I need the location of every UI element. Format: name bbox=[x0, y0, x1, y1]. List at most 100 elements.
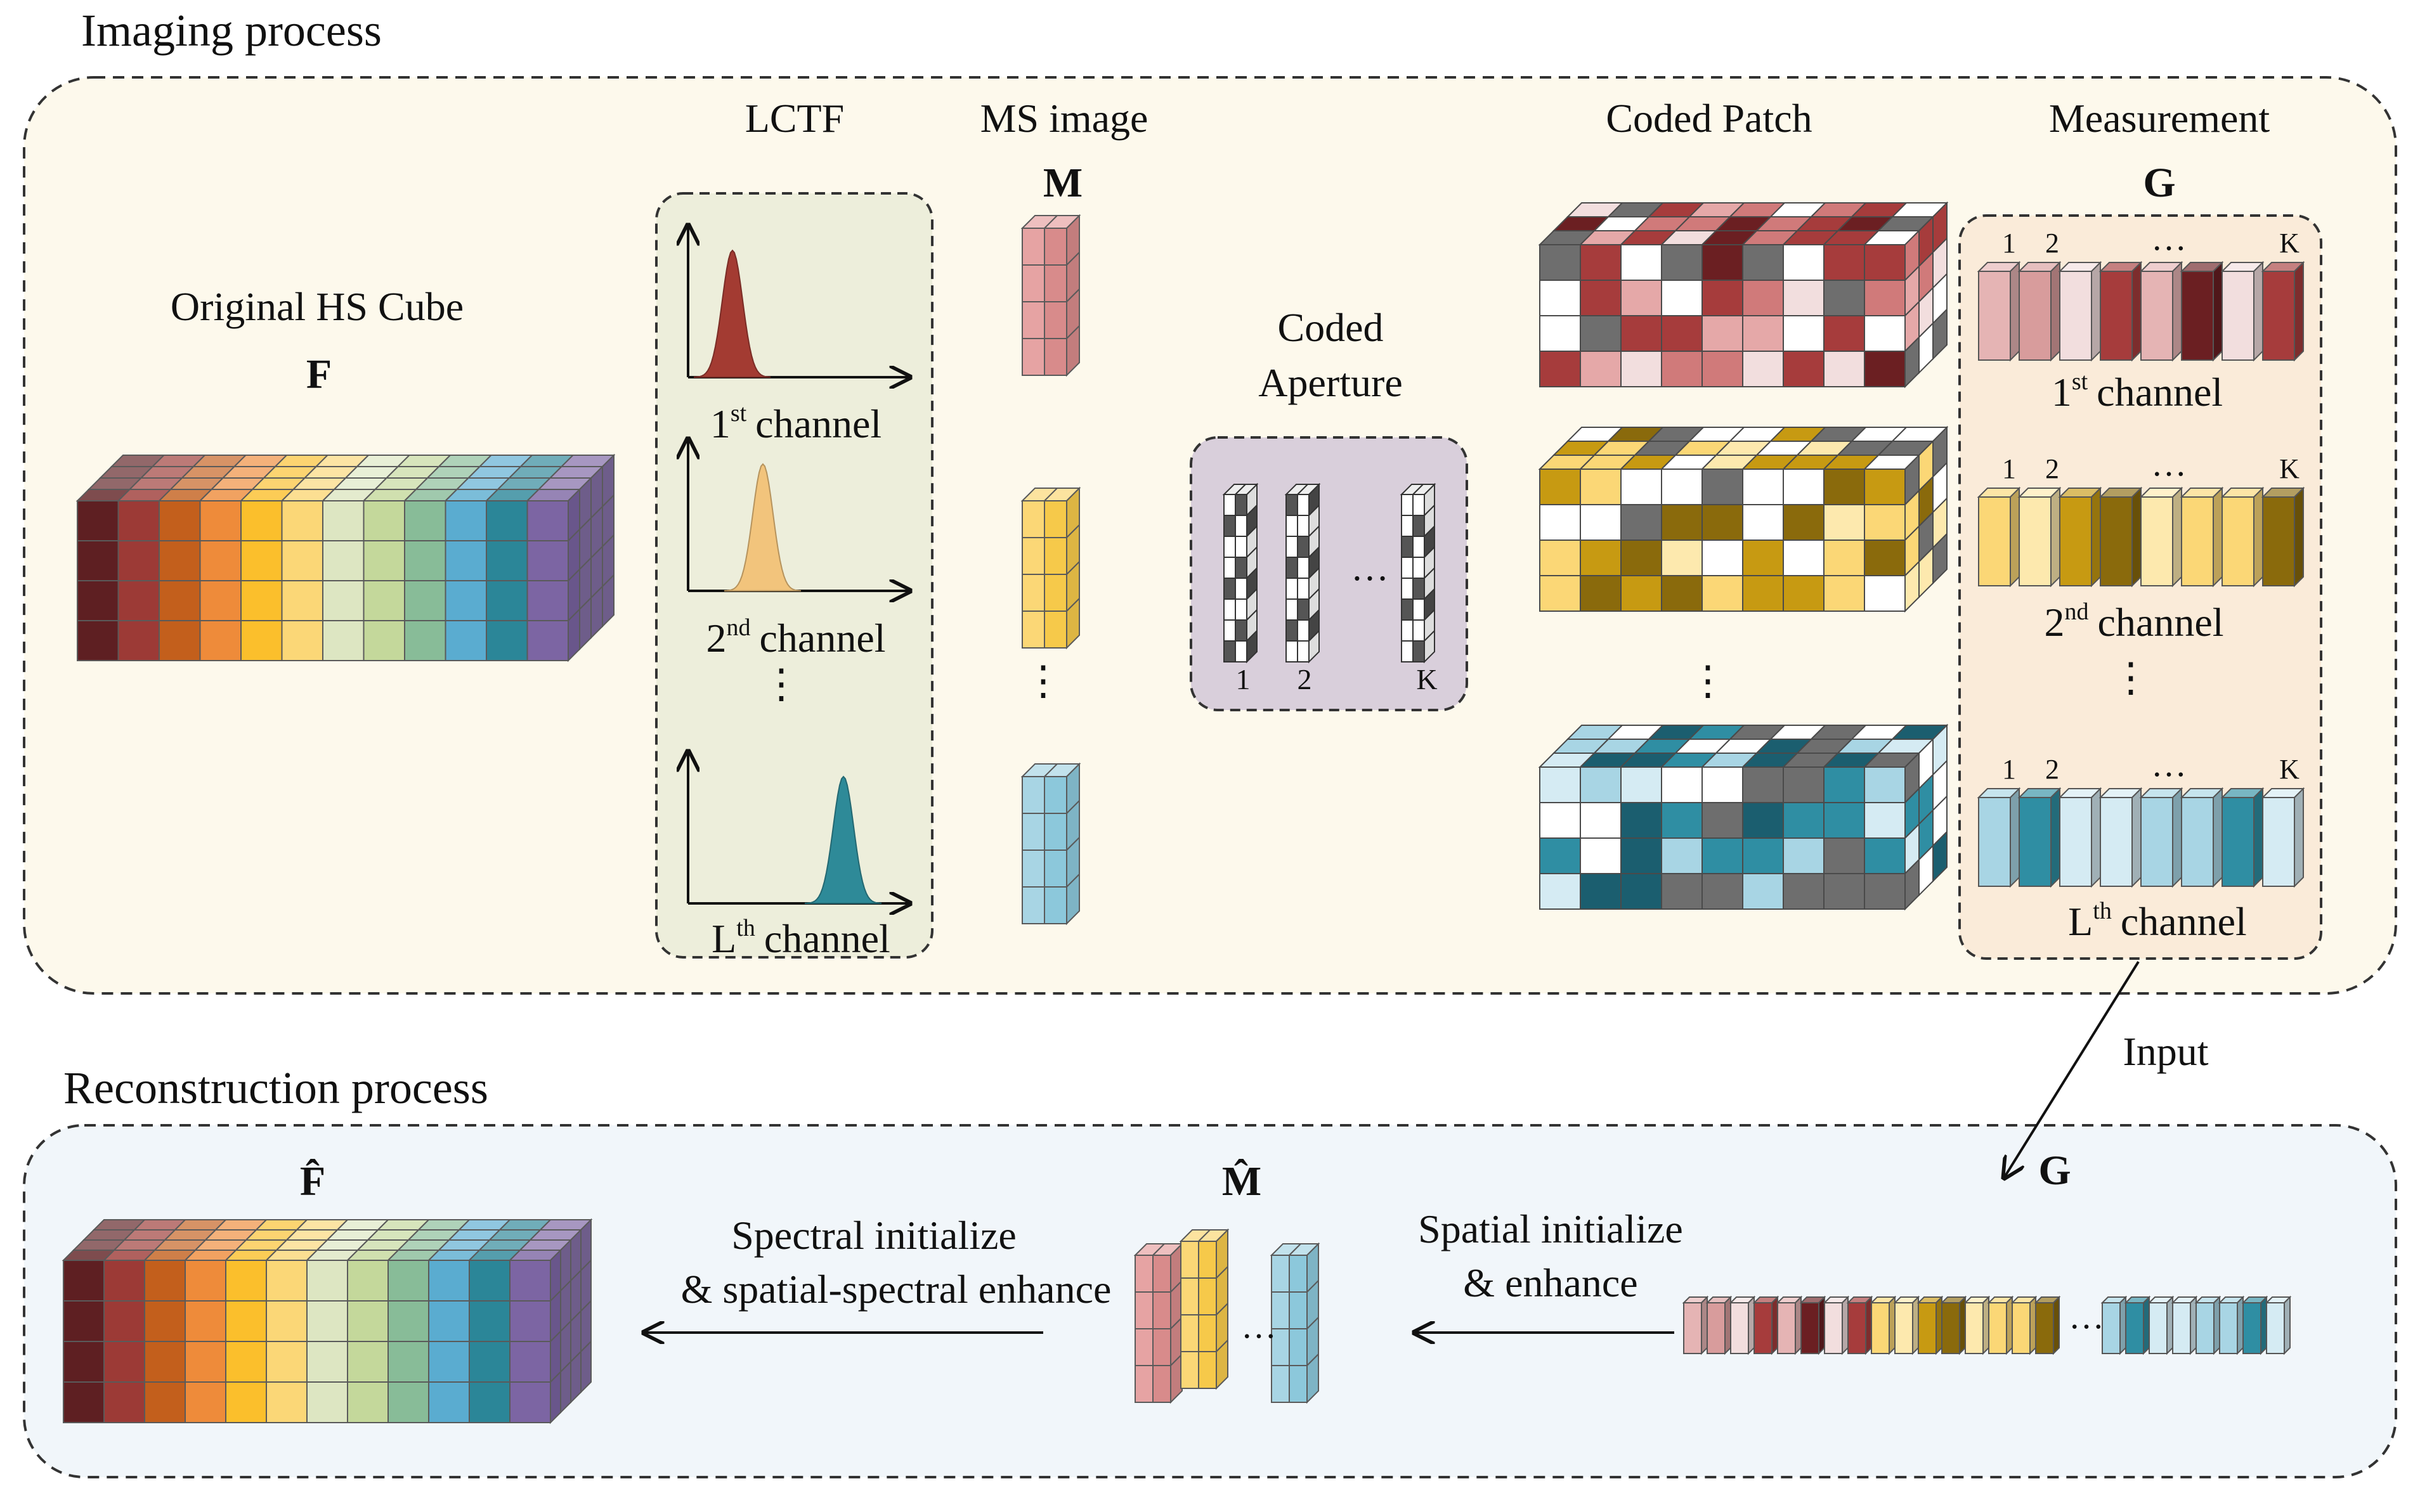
strip-bar-side bbox=[2260, 1295, 2267, 1355]
cube-front-face bbox=[1823, 351, 1865, 387]
measurement-row-3 bbox=[1977, 787, 2305, 888]
cube-front-face bbox=[404, 540, 446, 581]
cube-front-face bbox=[1783, 504, 1825, 541]
cube-front-face bbox=[1539, 766, 1581, 803]
cube-front-face bbox=[1742, 244, 1784, 281]
cube-front-face bbox=[77, 540, 119, 581]
cube-front-face bbox=[63, 1300, 105, 1342]
measurement-bar-side bbox=[2172, 486, 2182, 588]
coded-patch-ellipsis: ⋮ bbox=[1688, 658, 1728, 703]
cube-front-face bbox=[1580, 468, 1622, 505]
strip-bar-side bbox=[2213, 1295, 2220, 1355]
cube-front-face bbox=[1620, 504, 1662, 541]
cube-front-face bbox=[1289, 1255, 1308, 1293]
cube-front-face bbox=[1271, 1328, 1290, 1366]
cube-front-face bbox=[1152, 1255, 1171, 1293]
measurement-bar-front bbox=[2059, 271, 2092, 361]
strip-bar-front bbox=[2125, 1302, 2144, 1354]
cube-front-face bbox=[1198, 1241, 1217, 1279]
strip-bar-side bbox=[2143, 1295, 2150, 1355]
cube-front-face bbox=[1783, 315, 1825, 352]
spectral-label-line1: Spectral initialize bbox=[731, 1213, 1017, 1258]
aperture-cell-open bbox=[1285, 536, 1298, 558]
measurement-bar-front bbox=[2019, 797, 2052, 887]
aperture-cell-closed bbox=[1285, 557, 1298, 579]
cube-front-face bbox=[1580, 351, 1622, 387]
aperture-cell-closed bbox=[1223, 515, 1236, 537]
cube-front-face bbox=[526, 540, 569, 581]
strip-bar-side bbox=[2190, 1295, 2197, 1355]
aperture-cell-closed bbox=[1223, 640, 1236, 662]
cube-front-face bbox=[445, 500, 487, 541]
cube-front-face bbox=[144, 1300, 186, 1342]
lctf-label: LCTF bbox=[745, 96, 844, 141]
cube-front-face bbox=[1044, 813, 1067, 851]
strip-bar-front bbox=[1918, 1302, 1937, 1354]
cube-front-face bbox=[1044, 574, 1067, 612]
measurement-row1-ellipsis: … bbox=[2151, 219, 2187, 258]
cube-front-face bbox=[144, 1260, 186, 1302]
measurement-row1-index-k: K bbox=[2279, 228, 2300, 259]
measurement-ellipsis: ⋮ bbox=[2111, 655, 2151, 700]
cube-front-face bbox=[486, 500, 528, 541]
cube-front-face bbox=[1661, 315, 1703, 352]
coded-patch-yellow-front bbox=[1538, 453, 1921, 613]
recon-ms-cube-yellow bbox=[1179, 1228, 1230, 1390]
cube-front-face bbox=[1580, 540, 1622, 576]
measurement-bar-side bbox=[2294, 787, 2304, 888]
f-hat-symbol: F̂ bbox=[300, 1158, 325, 1205]
cube-front-face bbox=[225, 1260, 267, 1302]
strip-bar-front bbox=[1965, 1302, 1984, 1354]
cube-front-face bbox=[1022, 776, 1045, 814]
cube-front-face bbox=[1620, 873, 1662, 910]
cube-front-face bbox=[1864, 873, 1906, 910]
cube-front-face bbox=[1823, 837, 1865, 874]
reconstruction-g-symbol: G bbox=[2038, 1147, 2071, 1194]
cube-front-face bbox=[1539, 244, 1581, 281]
cube-front-face bbox=[1044, 611, 1067, 649]
cube-front-face bbox=[1620, 837, 1662, 874]
strip-bar-front bbox=[1847, 1302, 1866, 1354]
cube-front-face bbox=[387, 1260, 429, 1302]
cube-front-face bbox=[428, 1381, 470, 1423]
aperture-cell-open bbox=[1223, 536, 1236, 558]
cube-front-face bbox=[1539, 280, 1581, 316]
cube-front-face bbox=[469, 1341, 511, 1383]
spectral-label-line2: & spatial-spectral enhance bbox=[681, 1267, 1112, 1312]
cube-front-face bbox=[322, 500, 365, 541]
measurement-bar-side bbox=[2213, 261, 2223, 362]
strip-bar-front bbox=[2196, 1302, 2215, 1354]
original-hs-cube-label: Original HS Cube bbox=[171, 284, 464, 329]
cube-front-face bbox=[445, 580, 487, 621]
cube-front-face bbox=[1823, 244, 1865, 281]
cube-front-face bbox=[1701, 837, 1743, 874]
aperture-cell-closed bbox=[1412, 515, 1425, 537]
aperture-cell-closed bbox=[1235, 557, 1247, 579]
cube-front-face bbox=[306, 1260, 348, 1302]
strip-bar-front bbox=[1800, 1302, 1819, 1354]
coded-aperture-masks bbox=[1222, 482, 1436, 664]
cube-front-face bbox=[1783, 766, 1825, 803]
cube-front-face bbox=[1823, 575, 1865, 612]
cube-front-face bbox=[1783, 351, 1825, 387]
cube-front-face bbox=[159, 620, 201, 661]
cube-front-face bbox=[266, 1260, 308, 1302]
measurement-row2-ellipsis: … bbox=[2151, 444, 2187, 484]
strip-bar-side bbox=[1795, 1295, 1802, 1355]
cube-front-face bbox=[509, 1300, 551, 1342]
cube-front-face bbox=[1580, 802, 1622, 839]
lctf-panel bbox=[655, 192, 934, 959]
cube-front-face bbox=[347, 1381, 389, 1423]
measurement-bar-side bbox=[2131, 486, 2142, 588]
strip-bar-front bbox=[2172, 1302, 2191, 1354]
cube-front-face bbox=[1661, 468, 1703, 505]
cube-front-face bbox=[1022, 611, 1045, 649]
measurement-bar-front bbox=[2140, 271, 2173, 361]
measurement-row-2 bbox=[1977, 486, 2305, 588]
cube-front-face bbox=[225, 1300, 267, 1342]
cube-front-face bbox=[1022, 574, 1045, 612]
aperture-cell-top bbox=[1296, 484, 1321, 495]
aperture-cell-open bbox=[1223, 598, 1236, 621]
